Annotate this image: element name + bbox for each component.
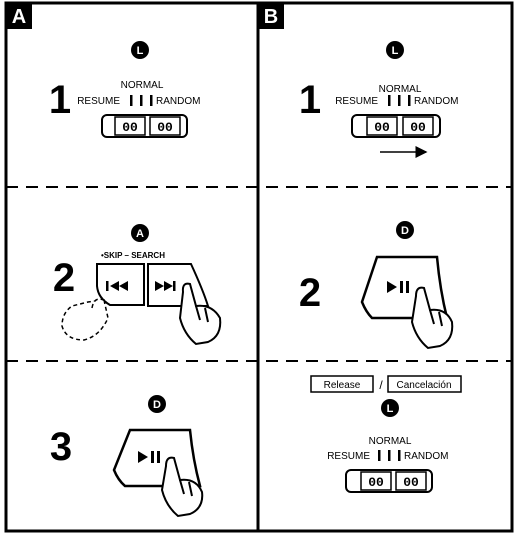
step-b3: Release / Cancelación L NORMAL RESUME RA… — [310, 375, 462, 493]
badge-a-a2 — [131, 224, 149, 242]
mode-tick — [388, 450, 391, 461]
mode-normal-label: NORMAL — [379, 84, 422, 95]
svg-text:A: A — [12, 6, 26, 28]
mode-resume-label: RESUME — [335, 96, 378, 107]
step-number: 1 — [299, 78, 321, 122]
svg-text:00: 00 — [410, 120, 426, 135]
badge-l-b3 — [381, 399, 399, 417]
svg-text:00: 00 — [403, 475, 419, 490]
badge-letter: D — [401, 225, 409, 237]
hand-press-icon — [178, 282, 222, 346]
svg-text:Release: Release — [324, 380, 361, 391]
skip-back-button — [96, 263, 145, 306]
step-b1: L 1 NORMAL RESUME RANDOM 00 00 — [299, 41, 458, 158]
badge-letter: L — [387, 403, 394, 415]
skip-search-caption: •SKIP – SEARCH — [101, 251, 165, 260]
svg-text:B: B — [264, 6, 278, 28]
cancelacion-label-box: Cancelación — [387, 375, 462, 393]
mode-random-label: RANDOM — [404, 451, 448, 462]
panel-a-label: A — [6, 3, 32, 29]
panel-b-label: B — [258, 3, 284, 29]
badge-d-a3 — [148, 395, 166, 413]
step-number: 1 — [49, 78, 71, 122]
mode-random-label: RANDOM — [414, 96, 458, 107]
mode-resume-label: RESUME — [327, 451, 370, 462]
lcd-display: 00 00 — [351, 114, 441, 138]
step-number: 2 — [299, 271, 321, 315]
step-a1: L 1 NORMAL RESUME RANDOM 00 00 — [49, 41, 200, 138]
mode-tick — [398, 450, 401, 461]
play-pause-button — [112, 428, 202, 488]
skip-forward-button — [147, 263, 210, 307]
mode-normal-label: NORMAL — [369, 436, 412, 447]
mode-tick — [140, 95, 143, 106]
badge-letter: D — [153, 399, 161, 411]
mode-normal-label: NORMAL — [121, 80, 164, 91]
badge-l-a1 — [131, 41, 149, 59]
svg-text:00: 00 — [122, 120, 138, 135]
mode-resume-label: RESUME — [77, 96, 120, 107]
badge-letter: L — [392, 45, 399, 57]
step-b2: D 2 — [299, 221, 454, 350]
badge-letter: L — [137, 45, 144, 57]
mode-tick — [130, 95, 133, 106]
mode-tick — [150, 95, 153, 106]
svg-text:Cancelación: Cancelación — [396, 380, 451, 391]
badge-d-b2 — [396, 221, 414, 239]
step-a3: D 3 — [50, 395, 204, 518]
badge-l-b1 — [386, 41, 404, 59]
release-label-box: Release — [310, 375, 374, 393]
step-number: 2 — [53, 256, 75, 300]
mode-tick — [408, 95, 411, 106]
svg-text:00: 00 — [157, 120, 173, 135]
hand-press-icon — [410, 286, 454, 350]
svg-text:00: 00 — [374, 120, 390, 135]
mode-tick — [398, 95, 401, 106]
step-number: 3 — [50, 425, 72, 469]
mode-tick — [378, 450, 381, 461]
step-a2: A 2 •SKIP – SEARCH — [53, 224, 222, 346]
hand-press-icon — [160, 456, 204, 518]
mode-random-label: RANDOM — [156, 96, 200, 107]
label-separator: / — [379, 378, 383, 392]
mode-tick — [388, 95, 391, 106]
hand-dashed-icon — [61, 298, 109, 341]
lcd-display: 00 00 — [101, 114, 188, 138]
svg-text:00: 00 — [368, 475, 384, 490]
badge-letter: A — [136, 228, 144, 240]
lcd-display: 00 00 — [345, 469, 433, 493]
